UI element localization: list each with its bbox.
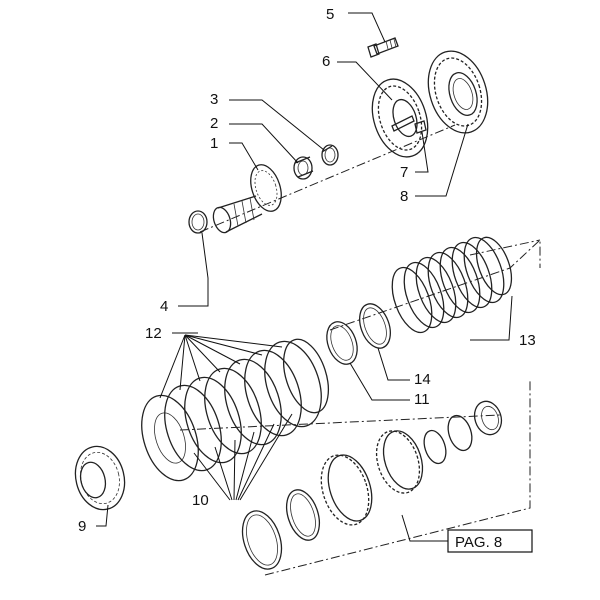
- callout-6: 6: [322, 53, 330, 70]
- callout-14: 14: [414, 371, 431, 388]
- center-axes: [179, 124, 541, 576]
- callout-10: 10: [192, 492, 209, 509]
- bolt-part: [367, 37, 399, 58]
- page-reference-box: PAG. 8: [447, 529, 533, 553]
- o-ring-parts: [326, 303, 391, 365]
- callout-9: 9: [78, 518, 86, 535]
- callout-11: 11: [414, 391, 430, 408]
- callout-4: 4: [160, 298, 168, 315]
- callout-12: 12: [145, 325, 162, 342]
- callout-8: 8: [400, 188, 408, 205]
- page-reference-label: PAG. 8: [455, 534, 502, 551]
- leader-lines: [96, 12, 513, 542]
- shaft-part: [212, 164, 282, 234]
- small-gear-part: [74, 445, 126, 511]
- callout-3: 3: [210, 91, 218, 108]
- callout-2: 2: [210, 115, 218, 132]
- snap-ring-part: [188, 210, 208, 234]
- callout-1: 1: [210, 135, 218, 152]
- spring-pack-part: [391, 236, 513, 334]
- callout-5: 5: [326, 6, 334, 23]
- clutch-disc-pack-part: [141, 338, 330, 482]
- key-part: [414, 120, 427, 134]
- callout-7: 7: [400, 164, 408, 181]
- bushing-parts: [293, 144, 339, 180]
- lower-ring-set-part: [241, 400, 503, 570]
- callout-labels: 5 6 3 2 1 7 8 4 12 13 14 11 10 9: [78, 6, 536, 535]
- callout-13: 13: [519, 332, 536, 349]
- spur-gear-part: [371, 78, 429, 158]
- splined-gear-part: [427, 50, 489, 134]
